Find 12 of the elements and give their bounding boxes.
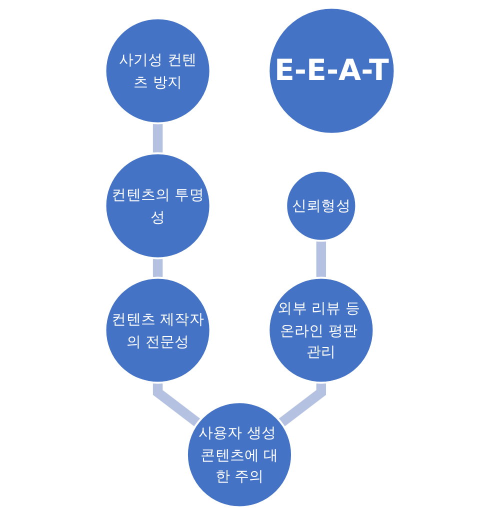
connector [316,240,326,278]
connector [152,123,163,154]
connector [278,382,326,427]
node-circle: 컨텐츠 제작자의 전문성 [104,276,212,384]
node-circle: 사용자 생성 콘텐츠에 대한 주의 [186,401,293,508]
node-circle: 컨텐츠의 투명성 [104,152,212,260]
connector [152,382,201,427]
connector [152,258,163,278]
node-circle: 외부 리뷰 등 온라인 평판 관리 [268,276,375,384]
node-circle: E-E-A-T [268,6,396,135]
node-circle: 사기성 컨텐츠 방지 [104,17,212,124]
node-circle: 신뢰형성 [285,170,358,242]
